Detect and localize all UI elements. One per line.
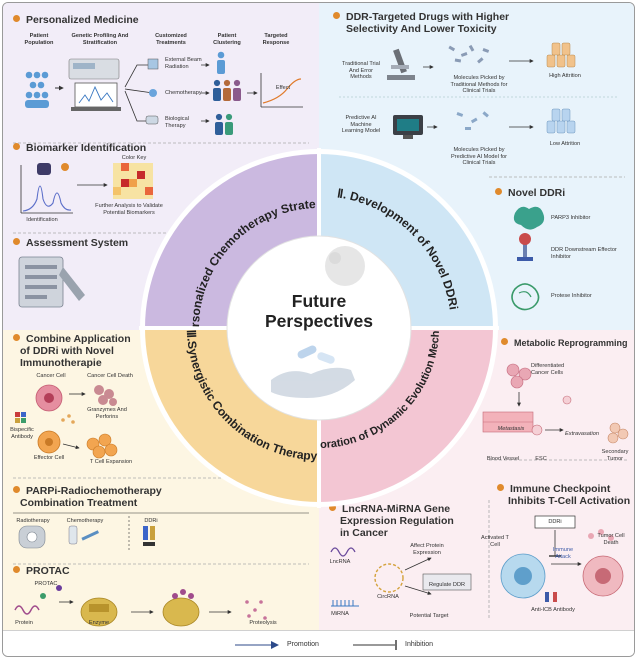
chemotherapy-label: Chemotherapy — [165, 90, 202, 96]
combine-application-title-line3: Immunotherapie — [20, 357, 102, 369]
predictive-ai-label: Predictive AI Machine Learning Model — [341, 115, 381, 135]
granzymes-label: Granzymes And Perforins — [87, 407, 127, 420]
checkpoint-ddri-label: DDRi — [548, 519, 562, 525]
further-analysis-label: Further Analysis to Validate Potential B… — [95, 203, 163, 216]
metastasis-label: Metastasis — [497, 426, 525, 432]
affect-protein-label: Affect Protein Expression — [410, 543, 444, 556]
ddr-drugs-illustration — [339, 42, 625, 311]
esc-label: ESC — [535, 456, 547, 462]
inhibition-line-icon — [353, 640, 397, 650]
lncrna-title-line2: Expression Regulation — [340, 515, 454, 527]
checkpoint-title-line2: Inhibits T-Cell Activation — [508, 495, 631, 507]
low-attrition-label: Low Attrition — [549, 141, 581, 147]
molecules-ai-label: Molecules Picked by Predictive AI Model … — [451, 147, 507, 167]
color-key-label: Color Key — [121, 155, 147, 161]
ddr-drugs-title-line2: Selectivity And Lower Toxicity — [346, 23, 497, 35]
combine-application-title-line2: of DDRi with Novel — [20, 345, 114, 357]
patient-population-label: Patient Population — [24, 33, 54, 46]
legend-bar: Promotion Inhibition — [3, 630, 634, 656]
potential-target-label: Potential Target — [409, 613, 449, 619]
patient-clustering-label: Patient Clustering — [213, 33, 241, 46]
immune-attack-label: Immune Attack — [552, 547, 574, 560]
ddri-small-label: DDRi — [144, 518, 158, 524]
parpi-title: PARPi-Radiochemotherapy — [13, 485, 162, 497]
high-attrition-label: High Attrition — [549, 73, 581, 79]
differentiated-cells-label: Differentiated Cancer Cells — [531, 363, 565, 376]
traditional-methods-label: Traditional Trial And Error Methods — [341, 61, 381, 81]
biomarker-identification-title: Biomarker Identification — [13, 142, 146, 154]
enzyme-label: Enzyme — [88, 620, 110, 626]
parp3-inhibitor-label: PARP3 Inhibitor — [551, 215, 591, 221]
metabolic-title: Metabolic Reprogramming — [501, 337, 628, 349]
activated-t-cell-label: Activated T Cell — [481, 535, 509, 548]
secondary-tumor-label: Secondary Tumor — [601, 449, 629, 462]
personalized-medicine-illustration — [13, 51, 309, 308]
proteolysis-label: Proteolysis — [249, 620, 277, 626]
center-title-line1: Future — [291, 291, 347, 311]
t-cell-expansion-label: T Cell Expansion — [89, 459, 133, 465]
lncrna-title: LncRNA-MiRNA Gene — [329, 503, 450, 515]
identification-label: Identification — [26, 217, 58, 223]
promotion-arrow-icon — [235, 641, 279, 649]
center-title: Future Perspectives — [239, 291, 399, 331]
genetic-profiling-label: Genetic Profiling And Stratification — [71, 33, 129, 46]
protein-label: Protein — [15, 620, 33, 626]
exploration-illustration — [330, 363, 629, 620]
extravasation-label: Extravasation — [565, 431, 599, 437]
customized-treatments-label: Customized Treatments — [155, 33, 187, 46]
checkpoint-title: Immune Checkpoint — [497, 483, 610, 495]
biological-therapy-label: Biological Therapy — [165, 116, 189, 129]
cancer-cell-death-label: Cancer Cell Death — [87, 373, 133, 379]
combine-application-title: Combine Application — [13, 333, 131, 345]
synergistic-illustration — [13, 384, 309, 627]
tumor-cell-death-label: Tumor Cell Death — [597, 533, 625, 546]
center-title-line2: Perspectives — [265, 311, 373, 331]
anti-icb-antibody-label: Anti-ICB Antibody — [531, 607, 575, 613]
bispecific-antibody-label: Bispecific Antibody — [10, 427, 34, 440]
novel-ddri-title: Novel DDRi — [495, 187, 565, 199]
mirna-label: MiRNA — [331, 611, 349, 617]
protac-title: PROTAC — [13, 565, 70, 577]
lncrna-label: LncRNA — [329, 559, 351, 565]
targeted-response-label: Targeted Response — [262, 33, 290, 46]
assessment-system-title: Assessment System — [13, 237, 128, 249]
personalized-medicine-title: Personalized Medicine — [13, 14, 139, 26]
radiotherapy-label: Radiotherapy — [16, 518, 50, 524]
regulate-ddr-label: Regulate DDR — [428, 582, 466, 588]
effector-cell-label: Effector Cell — [33, 455, 65, 461]
center-wheel: Ⅰ.Personalized Chemotherapy Strategies Ⅱ… — [139, 148, 499, 508]
parpi-title-line2: Combination Treatment — [20, 497, 138, 509]
effect-label: Effect — [275, 85, 291, 91]
protac-label: PROTAC — [34, 581, 58, 587]
chemotherapy-small-label: Chemotherapy — [66, 518, 104, 524]
external-beam-label: External Beam Radiation — [165, 57, 202, 70]
blood-vessel-label: Blood Vessel — [486, 456, 520, 462]
cancer-cell-label: Cancer Cell — [36, 373, 66, 379]
inhibition-label: Inhibition — [405, 641, 434, 648]
protease-inhibitor-label: Protese Inhibitor — [551, 293, 592, 299]
circrna-label: CircRNA — [377, 594, 399, 600]
lncrna-title-line3: in Cancer — [340, 527, 388, 539]
ddr-downstream-label: DDR Downstream Effector Inhibitor — [551, 247, 617, 260]
ddr-drugs-title: DDR-Targeted Drugs with Higher — [333, 11, 509, 23]
promotion-label: Promotion — [287, 641, 319, 648]
molecules-traditional-label: Molecules Picked by Traditional Methods … — [450, 75, 508, 95]
